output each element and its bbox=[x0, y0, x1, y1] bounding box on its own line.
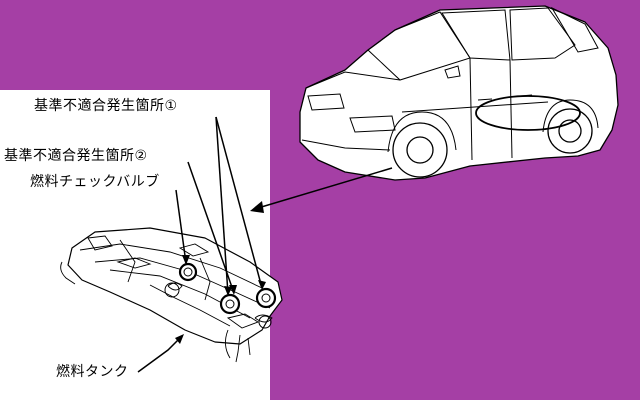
tank-location-marker bbox=[475, 95, 581, 131]
check-valve-label: 燃料チェックバルブ bbox=[30, 174, 160, 190]
fuel-tank-label: 燃料タンク bbox=[56, 364, 129, 380]
pointer-arrow-head bbox=[250, 201, 264, 213]
leader-lines bbox=[137, 116, 263, 373]
pointer-arrow-line bbox=[257, 167, 393, 209]
defect-site-2-part bbox=[219, 293, 241, 315]
car-drawing bbox=[299, 5, 619, 181]
check-valve-part bbox=[178, 262, 198, 282]
defect-site-1-part bbox=[255, 287, 277, 309]
defect-site-2-label: 基準不適合発生箇所② bbox=[4, 148, 148, 164]
fuel-tank-details bbox=[60, 235, 273, 363]
tank-components bbox=[178, 262, 277, 315]
car-details bbox=[301, 6, 599, 161]
fuel-tank-drawing bbox=[67, 227, 283, 345]
defect-site-1-label: 基準不適合発生箇所① bbox=[34, 98, 178, 114]
